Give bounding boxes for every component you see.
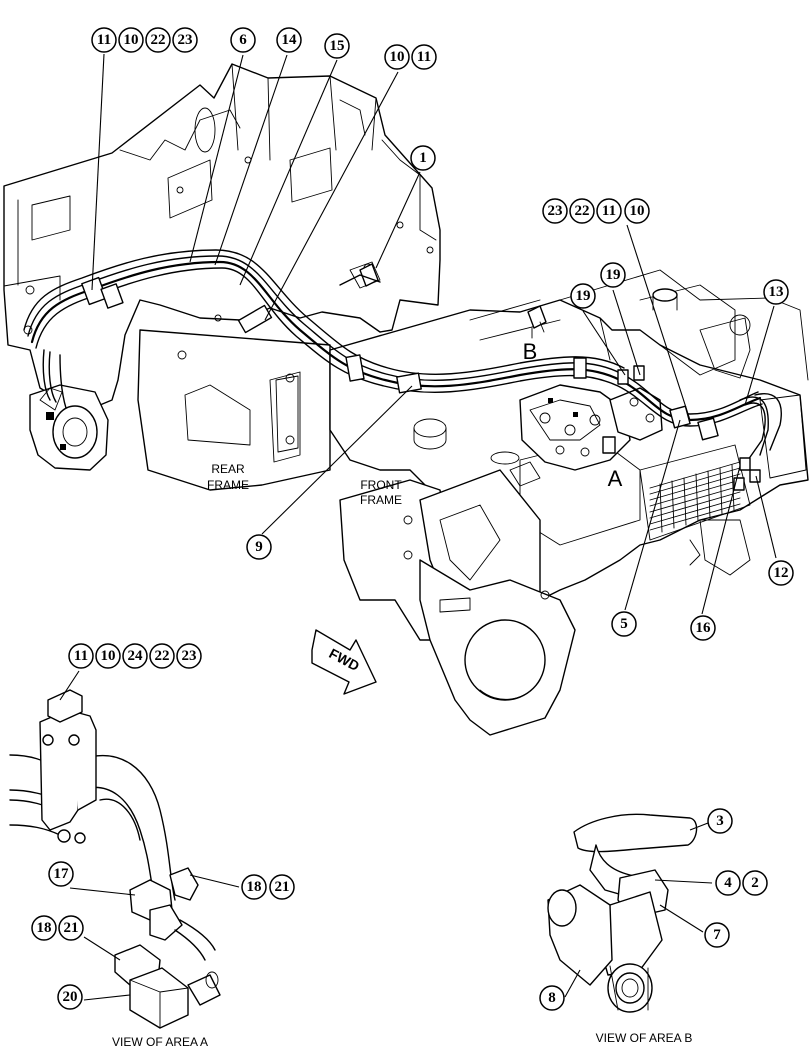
callout-10-text: 10 [630,203,645,219]
rear-frame-label-line2: FRAME [207,478,249,492]
callout-21-text: 21 [64,920,79,936]
callout-19-lower: 19 [570,283,596,309]
callout-23-text: 23 [182,648,197,664]
callout-22: 22 [151,32,166,48]
callout-6: 6 [230,27,256,53]
callout-1-text: 1 [419,150,427,166]
callout-22-text: 22 [575,203,590,219]
callout-15: 15 [324,33,350,59]
callout-17-text: 17 [54,866,70,882]
callout-10-text: 10 [101,648,116,664]
callout-14: 14 [276,27,302,53]
callout-15-text: 15 [330,38,345,54]
callout-2-text: 2 [751,875,759,891]
callout-5: 5 [611,611,637,637]
fwd-arrow: FWD [311,629,377,695]
rear-frame-drawing [3,63,441,491]
callout-group-18-21-right: 18 21 [241,874,295,900]
callout-8-text: 8 [548,990,556,1006]
callout-group-4-2: 4 2 [715,870,768,896]
callout-19-upper: 19 [600,262,626,288]
callout-23-text: 23 [548,203,563,219]
view-of-area-a-caption: VIEW OF AREA A [112,1035,208,1049]
callout-13: 13 [763,279,789,305]
valve-assembly-area-a [519,384,663,471]
callout-3: 3 [707,808,733,834]
callout-18-text: 18 [37,920,52,936]
leader-lines [59,53,777,1001]
callout-11: 11 [97,32,111,48]
callout-16-text: 16 [696,620,712,636]
callout-5-text: 5 [620,616,628,632]
callout-11-text: 11 [602,203,616,219]
callout-8: 8 [539,985,565,1011]
callout-19-text: 19 [606,267,621,283]
area-b-marker: B [523,339,538,364]
callout-14-text: 14 [282,32,298,48]
callout-20: 20 [57,984,83,1010]
callout-11-text: 11 [417,49,431,65]
callout-group-11-10-24-22-23-detail-a: 11 10 24 22 23 [68,643,202,669]
callout-10-text: 10 [390,49,405,65]
callout-group-11-10-22-23-top-left: 11 10 22 23 [91,27,198,53]
callout-group-10-11-top: 10 11 [384,44,437,70]
callout-21-text: 21 [275,879,290,895]
callout-6-text: 6 [239,32,247,48]
callout-9: 9 [246,534,272,560]
callout-10: 10 [124,32,139,48]
callout-18-text: 18 [247,879,262,895]
callout-11-text: 11 [74,648,88,664]
callout-12-text: 12 [774,565,789,581]
callout-1: 1 [410,145,436,171]
callout-17: 17 [48,861,74,887]
callout-23: 23 [178,32,193,48]
callout-7: 7 [704,922,730,948]
callout-4-text: 4 [724,875,732,891]
callout-24-text: 24 [128,648,144,664]
callout-20-text: 20 [63,989,78,1005]
area-a-marker: A [608,466,623,491]
view-of-area-b-caption: VIEW OF AREA B [596,1031,693,1045]
front-frame-label-line1: FRONT [360,478,402,492]
radiator-grille [649,461,741,533]
front-frame-label-line2: FRAME [360,493,402,507]
rear-frame-label-line1: REAR [211,462,245,476]
callout-16: 16 [690,615,716,641]
callout-group-18-21-left: 18 21 [31,915,84,941]
detail-view-area-a [9,689,221,1029]
callout-22-text: 22 [155,648,170,664]
callout-3-text: 3 [716,813,724,829]
callout-9-text: 9 [255,539,263,555]
callout-group-23-22-11-10-right: 23 22 11 10 [542,198,650,224]
detail-view-area-b [547,813,698,1013]
callout-13-text: 13 [769,284,784,300]
callout-7-text: 7 [713,927,721,943]
callout-12: 12 [768,560,794,586]
callout-19-text: 19 [576,288,591,304]
